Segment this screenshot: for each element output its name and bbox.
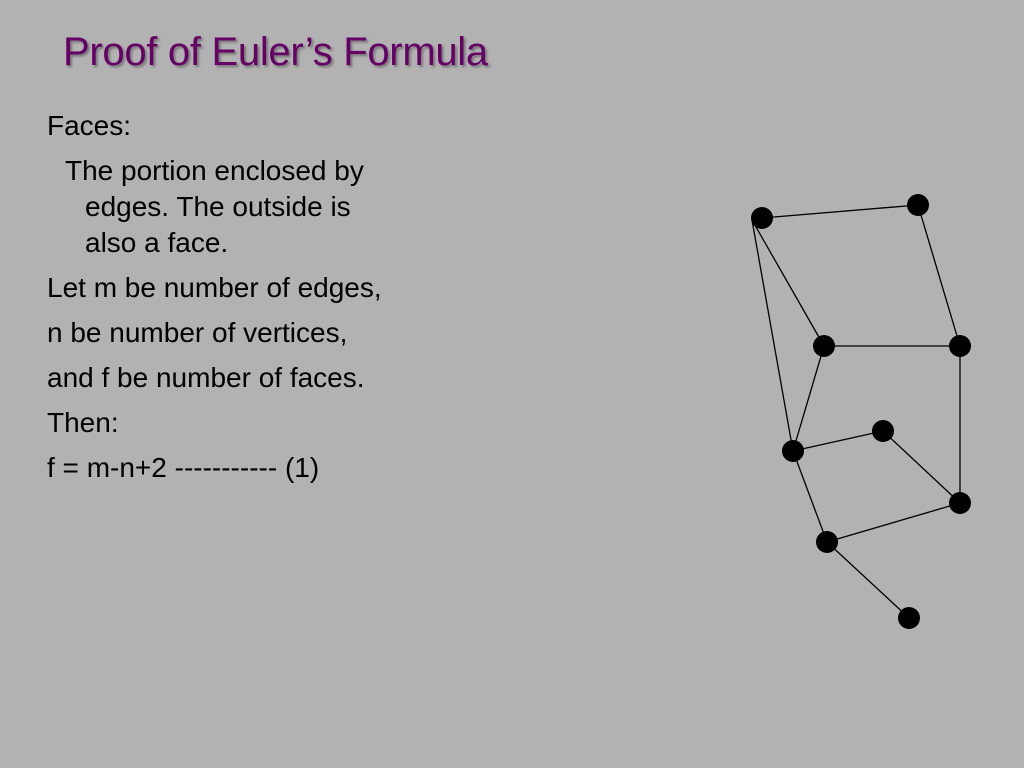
graph-edge (761, 204, 919, 219)
graph-vertex (949, 335, 971, 357)
graph-vertex (816, 531, 838, 553)
graph-edge (792, 430, 884, 452)
graph-vertex (751, 207, 773, 229)
faces-description-line: edges. The outside is (85, 191, 351, 222)
graph-edge (826, 541, 910, 619)
graph-edge (751, 219, 794, 452)
slide-title: Proof of Euler’s Formula (63, 30, 488, 74)
graph-vertex (872, 420, 894, 442)
euler-formula: f = m-n+2 ----------- (1) (47, 452, 320, 483)
graph-edge (792, 450, 828, 543)
graph-vertex (907, 194, 929, 216)
graph-edge (751, 219, 825, 347)
faces-heading: Faces: (47, 110, 132, 141)
graph-edges (751, 204, 961, 619)
graph-vertex (782, 440, 804, 462)
faces-definition: and f be number of faces. (47, 362, 365, 393)
graph-vertices (751, 194, 971, 629)
faces-description-line: The portion enclosed by (65, 155, 364, 186)
graph-vertex (813, 335, 835, 357)
graph-edge (882, 430, 961, 504)
graph-vertex (949, 492, 971, 514)
then-label: Then: (47, 407, 119, 438)
graph-edge (792, 345, 825, 452)
graph-vertex (898, 607, 920, 629)
faces-description-line: also a face. (85, 227, 229, 258)
edges-definition: Let m be number of edges, (47, 272, 382, 303)
faces-description: The portion enclosed by edges. The outsi… (47, 153, 487, 261)
graph-edge (826, 502, 961, 543)
vertices-definition: n be number of vertices, (47, 317, 348, 348)
slide-body: Faces: The portion enclosed by edges. Th… (47, 108, 487, 495)
graph-edge (917, 204, 961, 347)
